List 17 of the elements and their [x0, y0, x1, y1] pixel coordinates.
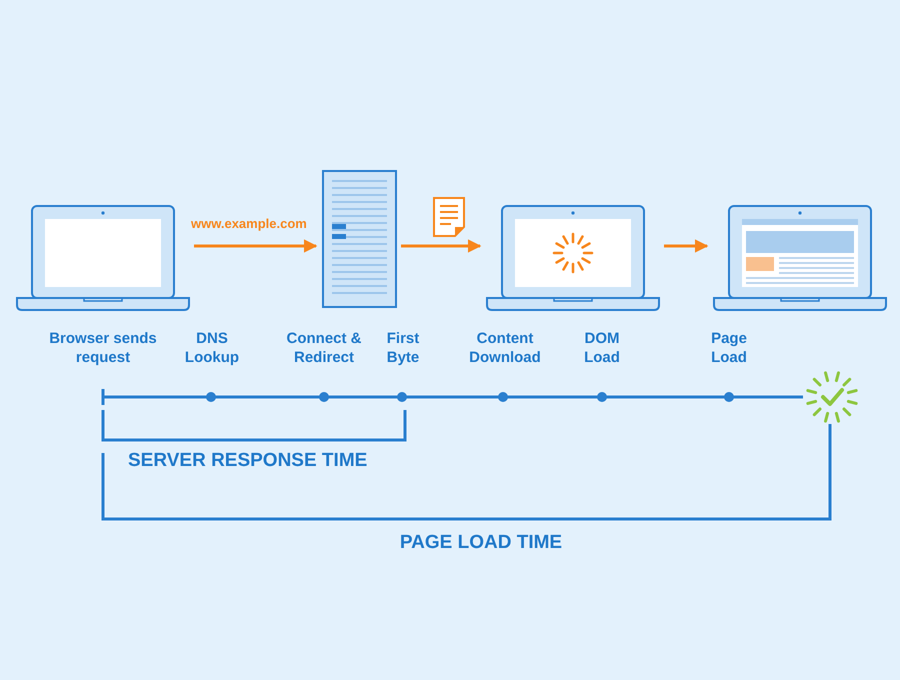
timeline-label: DNS Lookup [184, 329, 240, 367]
timeline-label: Page Load [710, 329, 748, 367]
arrow [194, 239, 318, 253]
timeline-label: First Byte [386, 329, 420, 367]
server-drawing [322, 170, 397, 308]
laptop-drawing [713, 205, 887, 311]
arrow [664, 239, 708, 253]
bracket-label: SERVER RESPONSE TIME [128, 451, 368, 470]
arrow [401, 239, 482, 253]
timeline-label: DOM Load [583, 329, 621, 367]
timeline-label: Content Download [468, 329, 542, 367]
timeline-label: Browser sends request [48, 329, 158, 367]
bracket-label: PAGE LOAD TIME [398, 533, 564, 552]
edge-label: www.example.com [191, 216, 307, 231]
timeline-label: Connect & Redirect [286, 329, 362, 367]
laptop-drawing [486, 205, 660, 311]
laptop-drawing [16, 205, 190, 311]
